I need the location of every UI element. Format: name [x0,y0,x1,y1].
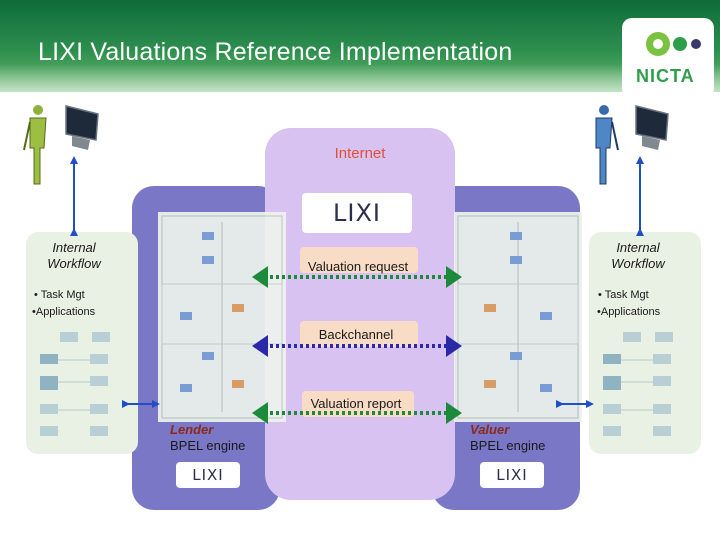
valuer-role: Valuer [470,422,510,437]
left-workflow-title-line1: Internal [52,240,96,255]
valuer-engine-name: BPEL engine [470,438,546,453]
backchannel-left-head [252,335,268,357]
backchannel-label: Backchannel [318,327,394,342]
internet-label: Internet [334,145,386,162]
left-monitor-icon [65,105,99,150]
nicta-logo: NICTA [622,18,714,98]
right-monitor-icon [635,105,669,150]
valuation-request-right-head [446,266,462,288]
right-person-icon [595,105,619,185]
nicta-logo-text: NICTA [636,66,695,86]
valuation-request-label: Valuation request [307,259,409,274]
valuation-report-label: Valuation report [310,396,402,411]
right-workflow-bullet-apps: •Applications [597,306,661,318]
left-workflow-title: Internal Workflow [26,240,122,272]
left-workflow-title-line2: Workflow [47,256,101,271]
valuation-request-left-head [252,266,268,288]
lixi-logo-text: LIXI [333,199,381,227]
lender-lixi-logo-text: LIXI [192,466,224,484]
nicta-dots-icon [646,32,701,56]
valuation-report-right-head [446,402,462,424]
right-workflow-thumbnail [603,332,673,436]
lender-lixi-logo: LIXI [176,462,240,488]
right-workflow-title: Internal Workflow [590,240,686,272]
slide-title: LIXI Valuations Reference Implementation [38,38,513,66]
backchannel-box [300,321,418,347]
valuation-report-left-head [252,402,268,424]
slide-header [0,0,720,92]
left-workflow-bullet-task: • Task Mgt [34,289,85,301]
right-workflow-title-line1: Internal [616,240,660,255]
left-workflow-thumbnail [40,332,110,436]
lender-role: Lender [170,422,214,437]
valuation-request-box [300,247,418,273]
valuer-bpel-process-thumbnail [454,212,582,422]
left-internal-workflow-box [26,232,138,454]
valuer-engine-label: Valuer BPEL engine [470,422,545,454]
left-person-icon [23,105,47,185]
lender-bpel-process-thumbnail [158,212,286,422]
right-internal-workflow-box [589,232,701,454]
left-workflow-bullet-apps: •Applications [32,306,96,318]
internet-zone [265,128,455,500]
backchannel-right-head [446,335,462,357]
lender-engine-name: BPEL engine [170,438,246,453]
right-workflow-bullet-task: • Task Mgt [598,289,649,301]
lixi-logo: LIXI [302,193,412,233]
valuer-lixi-logo-text: LIXI [496,466,528,484]
lender-engine-label: Lender BPEL engine [170,422,245,454]
valuer-lixi-logo: LIXI [480,462,544,488]
right-workflow-title-line2: Workflow [611,256,665,271]
